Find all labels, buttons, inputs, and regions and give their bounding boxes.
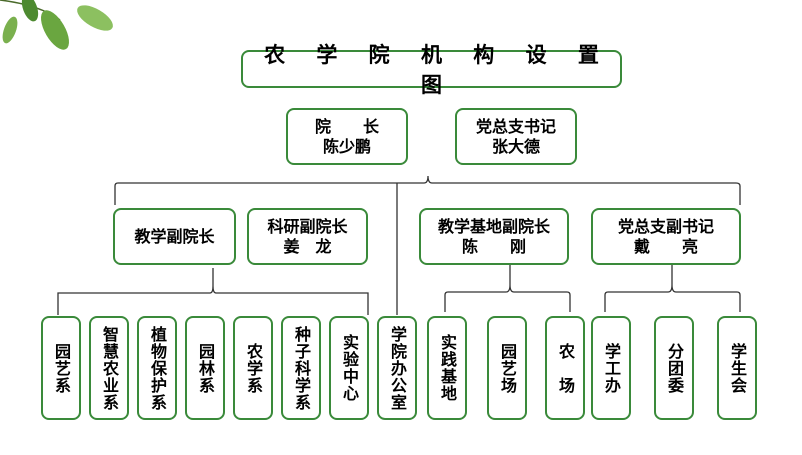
unit-yuanyichang: 园艺场 — [487, 316, 527, 420]
unit-tuanwei: 分团委 — [654, 316, 694, 420]
unit-nongchang: 农 场 — [545, 316, 585, 420]
page-title: 农 学 院 机 构 设 置 图 — [241, 43, 622, 97]
dept-yuanyi: 园艺系 — [41, 316, 81, 420]
dept-zhongzi: 种子科学系 — [281, 316, 321, 420]
research-deputy-box: 科研副院长 姜 龙 — [247, 208, 368, 265]
dept-nongxue: 农学系 — [233, 316, 273, 420]
teaching-deputy-box: 教学副院长 — [113, 208, 236, 265]
unit-shijian: 实践基地 — [427, 316, 467, 420]
dept-yuanlin: 园林系 — [185, 316, 225, 420]
dept-shiyan: 实验中心 — [329, 316, 369, 420]
party-secretary-box: 党总支书记 张大德 — [455, 108, 577, 165]
base-deputy-box: 教学基地副院长 陈 刚 — [419, 208, 569, 265]
party-deputy-box: 党总支副书记 戴 亮 — [591, 208, 741, 265]
unit-xueshenghui: 学生会 — [717, 316, 757, 420]
leaf-decoration — [0, 0, 113, 50]
dept-zhihui: 智慧农业系 — [89, 316, 129, 420]
dept-zhiwu: 植物保护系 — [137, 316, 177, 420]
unit-xuegong: 学工办 — [591, 316, 631, 420]
dept-office: 学院办公室 — [377, 316, 417, 420]
dean-box: 院 长 陈少鹏 — [286, 108, 408, 165]
